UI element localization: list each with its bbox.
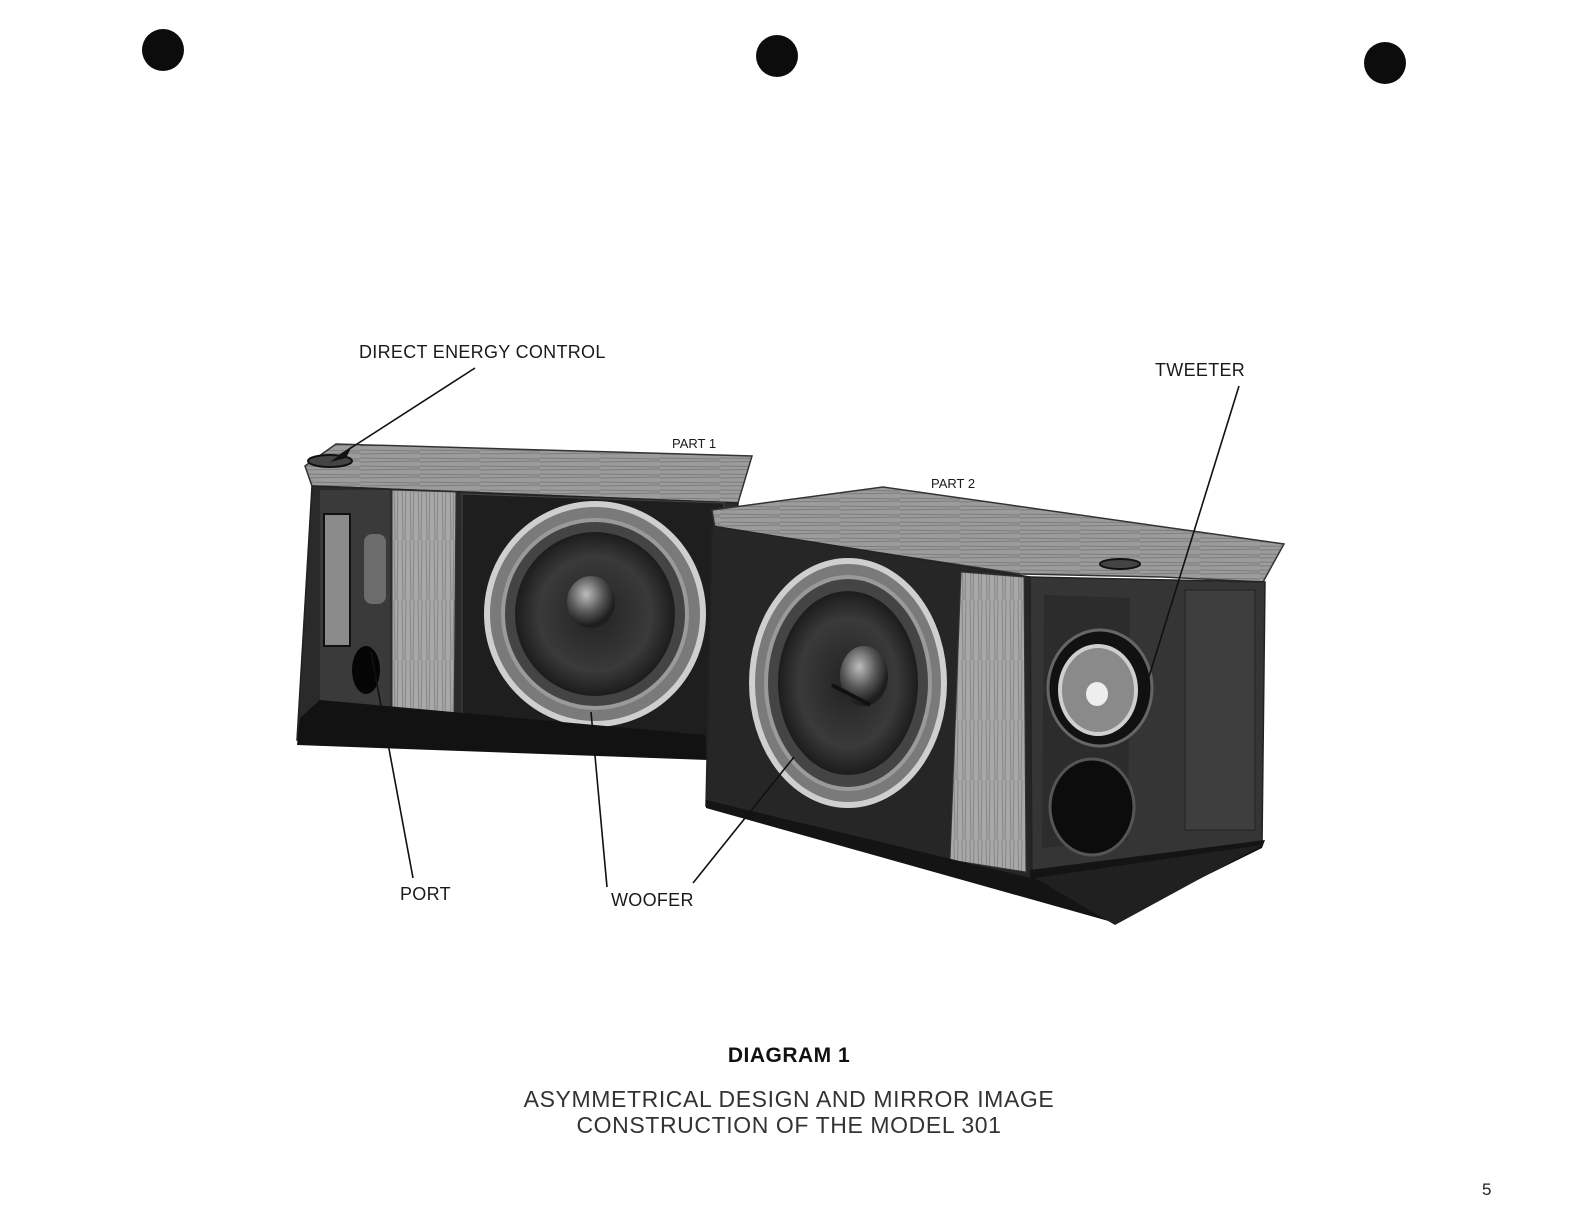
- speaker-part-2: [706, 487, 1284, 925]
- tweeter-driver: [1048, 630, 1152, 746]
- label-part-1: PART 1: [672, 436, 716, 451]
- label-direct-energy-control: DIRECT ENERGY CONTROL: [359, 342, 606, 363]
- label-tweeter: TWEETER: [1155, 360, 1245, 381]
- label-part-2: PART 2: [931, 476, 975, 491]
- diagram-caption-line-2: CONSTRUCTION OF THE MODEL 301: [0, 1112, 1578, 1139]
- diagram-title: DIAGRAM 1: [0, 1044, 1578, 1068]
- label-port: PORT: [400, 884, 451, 905]
- port-opening: [352, 646, 380, 694]
- label-woofer: WOOFER: [611, 890, 694, 911]
- woofer-part-2: [752, 561, 944, 805]
- diagram-caption-line-1: ASYMMETRICAL DESIGN AND MIRROR IMAGE: [0, 1086, 1578, 1113]
- port-opening-part-2: [1050, 759, 1134, 855]
- speaker-part-1: [297, 444, 752, 760]
- woofer-part-1: [487, 504, 703, 724]
- callout-line-direct-energy-control: [340, 368, 475, 455]
- page-number: 5: [1482, 1180, 1491, 1200]
